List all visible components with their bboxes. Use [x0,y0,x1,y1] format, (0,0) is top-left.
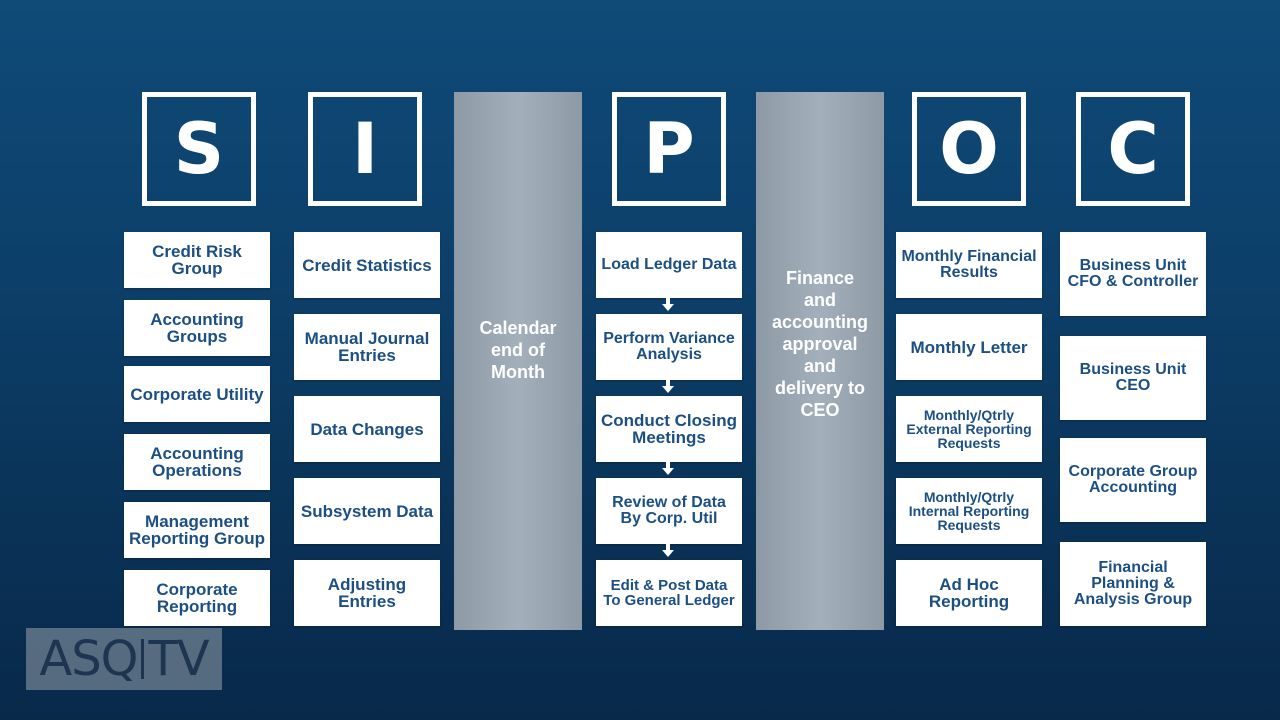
process-step-card: Review of Data By Corp. Util [596,478,742,544]
approval-band: Finance and accounting approval and deli… [756,92,884,630]
process-step-card: Perform Variance Analysis [596,314,742,380]
output-card: Monthly/Qtrly External Reporting Request… [896,396,1042,462]
process-step-card: Conduct Closing Meetings [596,396,742,462]
supplier-card: Management Reporting Group [124,502,270,558]
customer-card: Business Unit CFO & Controller [1060,232,1206,316]
calendar-band: Calendar end of Month [454,92,582,630]
supplier-card: Accounting Groups [124,300,270,356]
process-arrow-stem [666,462,670,468]
process-step-card: Edit & Post Data To General Ledger [596,560,742,626]
header-p: P [612,92,726,206]
input-card: Data Changes [294,396,440,462]
process-arrow-icon [662,304,674,311]
approval-band-text: Finance and accounting approval and deli… [771,268,868,420]
logo-left-text: ASQ [39,631,138,687]
header-o: O [912,92,1026,206]
input-card: Credit Statistics [294,232,440,298]
output-card: Monthly Financial Results [896,232,1042,298]
output-card: Monthly/Qtrly Internal Reporting Request… [896,478,1042,544]
supplier-card: Credit Risk Group [124,232,270,288]
process-arrow-stem [666,380,670,386]
process-arrow-stem [666,298,670,304]
logo-divider [141,639,145,679]
process-step-card: Load Ledger Data [596,232,742,298]
input-card: Adjusting Entries [294,560,440,626]
supplier-card: Corporate Utility [124,366,270,422]
process-arrow-stem [666,544,670,550]
input-card: Subsystem Data [294,478,440,544]
calendar-band-text: Calendar end of Month [479,318,557,382]
customer-card: Financial Planning & Analysis Group [1060,542,1206,626]
header-s: S [142,92,256,206]
asq-tv-logo: ASQ TV [26,628,222,690]
process-arrow-icon [662,468,674,475]
customer-card: Business Unit CEO [1060,336,1206,420]
supplier-card: Corporate Reporting [124,570,270,626]
logo-right-text: TV [148,631,209,687]
input-card: Manual Journal Entries [294,314,440,380]
customer-card: Corporate Group Accounting [1060,438,1206,522]
header-i: I [308,92,422,206]
output-card: Ad Hoc Reporting [896,560,1042,626]
process-arrow-icon [662,386,674,393]
process-arrow-icon [662,550,674,557]
supplier-card: Accounting Operations [124,434,270,490]
header-c: C [1076,92,1190,206]
output-card: Monthly Letter [896,314,1042,380]
